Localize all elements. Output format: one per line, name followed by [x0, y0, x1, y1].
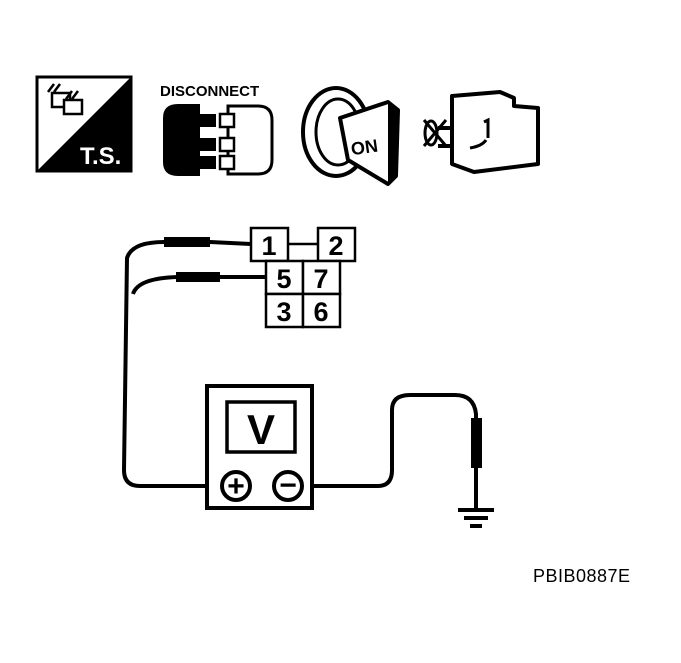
positive-terminal	[220, 470, 252, 502]
figure-code: PBIB0887E	[533, 566, 631, 586]
ts-label: T.S.	[80, 143, 121, 170]
pin-label: 3	[276, 297, 291, 327]
connector-face: 1 2 5 7 3 6	[249, 226, 357, 329]
ignition-on-label: ON	[350, 136, 380, 160]
pin-label: 2	[328, 231, 343, 261]
minus-symbol: −	[279, 469, 297, 502]
probe-body	[471, 418, 482, 468]
probe-body	[164, 237, 210, 247]
voltmeter: V + −	[205, 384, 314, 510]
pin-label: 7	[313, 264, 328, 294]
pin-label: 5	[276, 264, 291, 294]
negative-terminal	[272, 470, 304, 502]
pin-label: 1	[261, 231, 276, 261]
test-leads	[122, 240, 494, 528]
meter-display: V	[247, 406, 275, 453]
disconnect-label: DISCONNECT	[160, 83, 259, 100]
probe-body	[176, 272, 220, 282]
pin-label: 6	[313, 297, 328, 327]
plus-symbol: +	[227, 470, 245, 503]
harness-tester-icon: T.S.	[35, 75, 133, 173]
connector-disconnect-icon: DISCONNECT	[160, 83, 274, 176]
ignition-key-on-icon: ON	[301, 86, 400, 186]
engine-stopped-icon	[422, 90, 540, 174]
